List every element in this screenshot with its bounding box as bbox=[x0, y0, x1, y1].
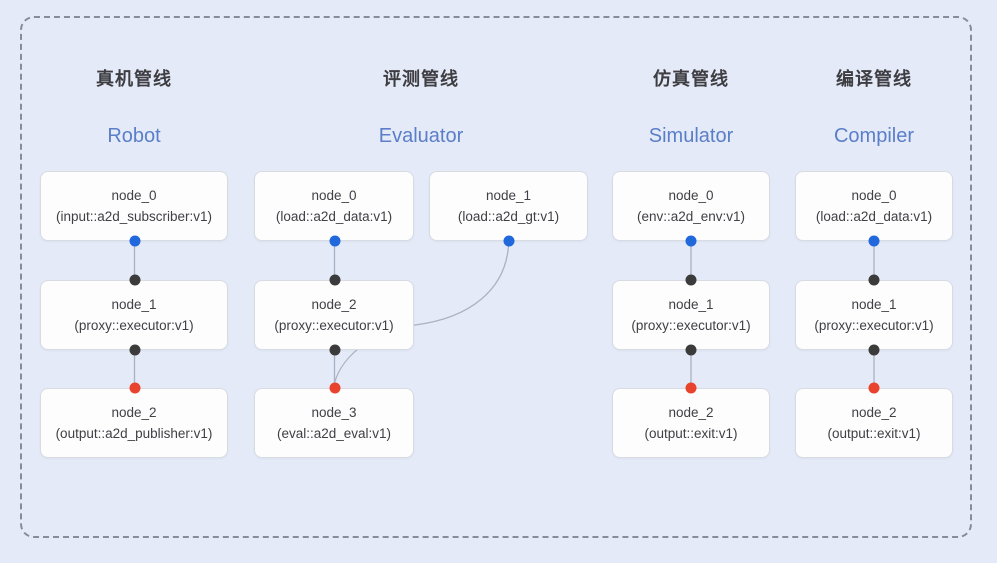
pipeline-title-zh-compiler: 编译管线 bbox=[836, 69, 912, 89]
port-dot-blue bbox=[329, 235, 340, 247]
pipeline-title-en-simulator: Simulator bbox=[648, 125, 734, 147]
port-dot-red bbox=[329, 382, 340, 394]
port-dot-blue bbox=[685, 235, 697, 247]
robot-node-1: node_1 (proxy::executor:v1) bbox=[40, 280, 228, 350]
node-type: (proxy::executor:v1) bbox=[274, 318, 394, 333]
node-name: node_1 bbox=[851, 297, 897, 312]
node-type: (proxy::executor:v1) bbox=[74, 318, 194, 333]
node-type: (output::a2d_publisher:v1) bbox=[55, 426, 213, 441]
simulator-node-0: node_0 (env::a2d_env:v1) bbox=[612, 171, 770, 241]
node-type: (load::a2d_data:v1) bbox=[275, 209, 393, 224]
node-name: node_2 bbox=[668, 405, 714, 420]
port-dot-black bbox=[685, 344, 697, 356]
node-type: (proxy::executor:v1) bbox=[631, 318, 751, 333]
node-name: node_1 bbox=[485, 188, 532, 203]
robot-node-2: node_2 (output::a2d_publisher:v1) bbox=[40, 388, 228, 458]
port-dot-blue bbox=[129, 235, 140, 247]
evaluator-node-2: node_2 (proxy::executor:v1) bbox=[254, 280, 414, 350]
node-name: node_1 bbox=[668, 297, 714, 312]
pipeline-title-zh-evaluator: 评测管线 bbox=[383, 69, 459, 89]
node-name: node_2 bbox=[111, 405, 157, 420]
simulator-node-2: node_2 (output::exit:v1) bbox=[612, 388, 770, 458]
port-dot-black bbox=[685, 274, 697, 286]
port-dot-black bbox=[129, 274, 140, 286]
node-type: (output::exit:v1) bbox=[827, 426, 921, 441]
simulator-node-1: node_1 (proxy::executor:v1) bbox=[612, 280, 770, 350]
pipeline-title-en-compiler: Compiler bbox=[833, 125, 915, 147]
pipeline-title-zh-simulator: 仿真管线 bbox=[653, 69, 729, 89]
node-name: node_0 bbox=[111, 188, 157, 203]
port-dot-red bbox=[129, 382, 140, 394]
node-name: node_2 bbox=[311, 297, 357, 312]
robot-node-0: node_0 (input::a2d_subscriber:v1) bbox=[40, 171, 228, 241]
port-dot-red bbox=[685, 382, 697, 394]
dashed-frame bbox=[20, 16, 972, 538]
compiler-node-0: node_0 (load::a2d_data:v1) bbox=[795, 171, 953, 241]
pipeline-title-zh-robot: 真机管线 bbox=[96, 69, 172, 89]
port-dot-blue bbox=[503, 235, 514, 247]
port-dot-blue bbox=[868, 235, 880, 247]
evaluator-node-1: node_1 (load::a2d_gt:v1) bbox=[429, 171, 588, 241]
pipeline-title-en-evaluator: Evaluator bbox=[378, 125, 464, 147]
node-name: node_0 bbox=[851, 188, 897, 203]
pipeline-title-en-robot: Robot bbox=[107, 125, 161, 147]
node-name: node_1 bbox=[111, 297, 157, 312]
port-dot-black bbox=[329, 344, 340, 356]
node-type: (load::a2d_data:v1) bbox=[815, 209, 933, 224]
evaluator-node-3: node_3 (eval::a2d_eval:v1) bbox=[254, 388, 414, 458]
wire-eval-1-3-curve bbox=[333, 245, 510, 384]
node-type: (output::exit:v1) bbox=[644, 426, 738, 441]
node-type: (proxy::executor:v1) bbox=[814, 318, 934, 333]
node-name: node_0 bbox=[311, 188, 357, 203]
compiler-node-2: node_2 (output::exit:v1) bbox=[795, 388, 953, 458]
node-name: node_3 bbox=[311, 405, 357, 420]
evaluator-node-0: node_0 (load::a2d_data:v1) bbox=[254, 171, 414, 241]
compiler-node-1: node_1 (proxy::executor:v1) bbox=[795, 280, 953, 350]
node-type: (eval::a2d_eval:v1) bbox=[276, 426, 392, 441]
port-dot-black bbox=[868, 344, 880, 356]
node-type: (input::a2d_subscriber:v1) bbox=[55, 209, 213, 224]
node-type: (env::a2d_env:v1) bbox=[636, 209, 746, 224]
node-type: (load::a2d_gt:v1) bbox=[457, 209, 560, 224]
port-dot-black bbox=[868, 274, 880, 286]
port-dot-black bbox=[129, 344, 140, 356]
node-name: node_2 bbox=[851, 405, 897, 420]
node-name: node_0 bbox=[668, 188, 714, 203]
port-dot-black bbox=[329, 274, 340, 286]
port-dot-red bbox=[868, 382, 880, 394]
